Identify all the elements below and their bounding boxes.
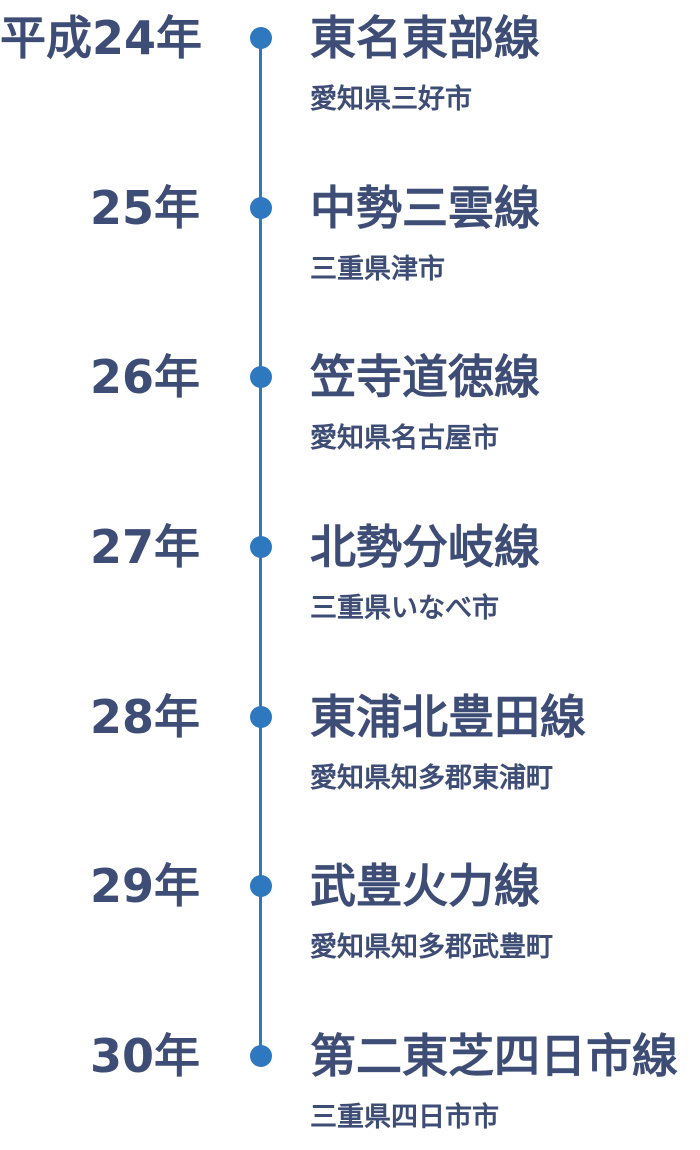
timeline-year-label: 26年 <box>89 350 200 404</box>
location-label: 三重県四日市市 <box>310 1102 499 1133</box>
timeline-year-label: 27年 <box>89 520 200 574</box>
location-label: 愛知県知多郡東浦町 <box>310 763 553 794</box>
timeline-entry: 平成24年 東名東部線 愛知県三好市 <box>0 14 700 164</box>
location-label: 愛知県名古屋市 <box>310 423 499 454</box>
timeline-entry: 29年 武豊火力線 愛知県知多郡武豊町 <box>0 862 700 1012</box>
timeline-year-label: 平成24年 <box>0 11 203 65</box>
timeline-entry: 25年 中勢三雲線 三重県津市 <box>0 184 700 334</box>
line-name: 笠寺道徳線 <box>310 350 540 404</box>
line-name: 第二東芝四日市線 <box>310 1029 678 1083</box>
timeline-dot-icon <box>250 706 272 728</box>
timeline-year-label: 25年 <box>89 181 200 235</box>
location-label: 三重県いなべ市 <box>310 593 499 624</box>
line-name: 東浦北豊田線 <box>310 690 586 744</box>
timeline-dot-icon <box>250 875 272 897</box>
location-label: 三重県津市 <box>310 254 445 285</box>
timeline-dot-icon <box>250 27 272 49</box>
line-name: 中勢三雲線 <box>310 181 540 235</box>
timeline-dot-icon <box>250 197 272 219</box>
location-label: 愛知県三好市 <box>310 84 472 115</box>
line-name: 北勢分岐線 <box>310 520 540 574</box>
timeline-year-label: 30年 <box>89 1029 200 1083</box>
timeline-dot-icon <box>250 366 272 388</box>
timeline-year-label: 29年 <box>89 859 200 913</box>
location-label: 愛知県知多郡武豊町 <box>310 932 553 963</box>
timeline-entry: 27年 北勢分岐線 三重県いなべ市 <box>0 523 700 673</box>
line-name: 武豊火力線 <box>310 859 540 913</box>
line-name: 東名東部線 <box>310 11 540 65</box>
timeline-dot-icon <box>250 1045 272 1067</box>
timeline-entry: 26年 笠寺道徳線 愛知県名古屋市 <box>0 353 700 503</box>
timeline-dot-icon <box>250 536 272 558</box>
timeline-entry: 30年 第二東芝四日市線 三重県四日市市 <box>0 1032 700 1150</box>
timeline-year-label: 28年 <box>89 690 200 744</box>
timeline-entry: 28年 東浦北豊田線 愛知県知多郡東浦町 <box>0 693 700 843</box>
